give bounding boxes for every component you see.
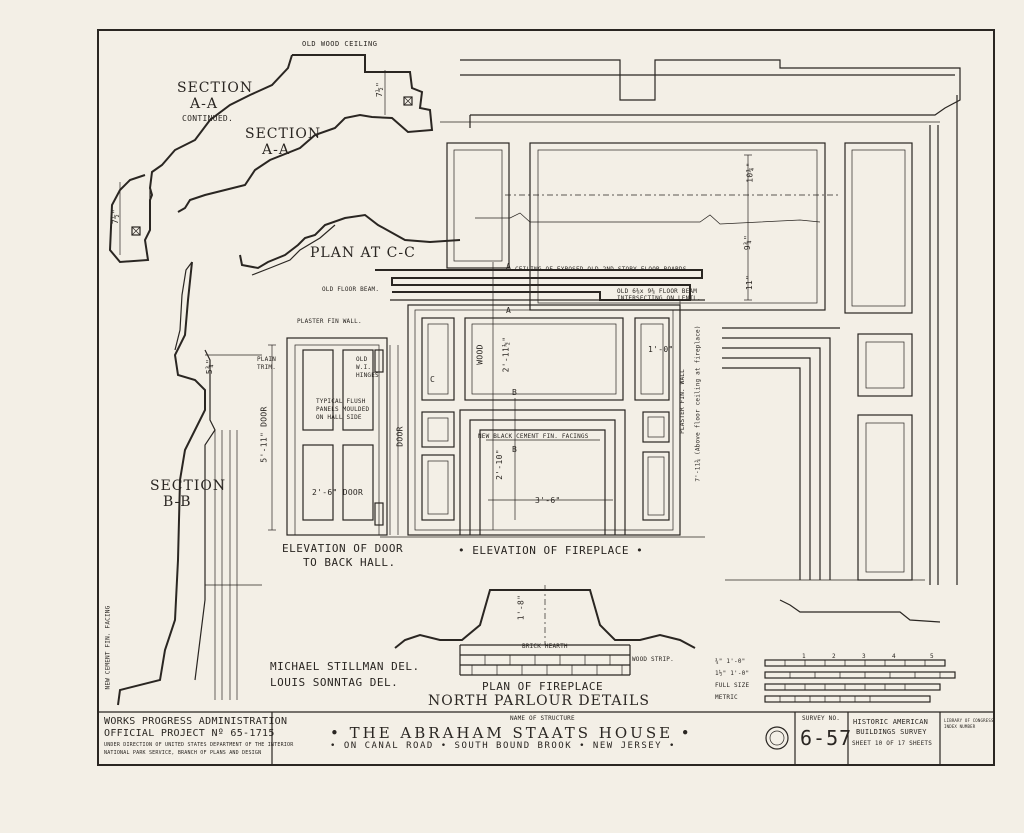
loc-line-1: LIBRARY OF CONGRESS (944, 718, 994, 723)
scale-tick-3: 3 (862, 653, 866, 660)
survey-number-label: SURVEY NO. (802, 715, 841, 722)
dim-2-11: 2'-11½" (501, 336, 511, 373)
fireplace-plan-outline (394, 589, 696, 649)
habs-line-1: HISTORIC AMERICAN (853, 718, 929, 726)
sheet-border (97, 29, 995, 766)
typical-panels-note: TYPICAL FLUSH PANELS MOULDED ON HALL SID… (316, 398, 370, 421)
habs-line-2: BUILDINGS SURVEY (856, 728, 927, 736)
mantel-shelf (375, 269, 703, 301)
dim-5-11-door: 5'-11" DOOR (259, 406, 269, 463)
dim-9-34: 9¾" (743, 234, 753, 251)
firebox-opening (459, 409, 626, 535)
plaster-fin-wall-vertical: PLASTER FIN. WALL (678, 369, 686, 434)
scale-tick-1: 1 (802, 653, 806, 660)
old-wood-ceiling-note: OLD WOOD CEILING (302, 40, 378, 48)
marker-a-bottom: A (506, 306, 512, 315)
dim-2-10: 2'-10" (494, 449, 504, 480)
survey-seal (765, 726, 789, 750)
sheet-title: NORTH PARLOUR DETAILS (428, 693, 650, 709)
scale-label-2: 1½" 1'-0" (715, 670, 750, 677)
section-bb-profile (117, 261, 206, 706)
delineator-2: LOUIS SONNTAG DEL. (270, 676, 399, 689)
section-aa-profile (177, 54, 434, 213)
cement-facings-note: NEW BLACK CEMENT FIN. FACINGS (478, 433, 589, 440)
marker-b-bottom: B (512, 445, 518, 454)
wpa-line-1: WORKS PROGRESS ADMINISTRATION (104, 716, 288, 727)
old-floor-beam-note: OLD FLOOR BEAM. (322, 286, 380, 293)
fireplace-elevation-caption: • ELEVATION OF FIREPLACE • (458, 544, 644, 557)
overmantel-panel-right (844, 142, 913, 314)
scale-label-1: ¾" 1'-0" (715, 658, 746, 665)
loc-line-2: INDEX NUMBER (944, 724, 976, 729)
wall-panel-small (857, 333, 913, 397)
scale-label-4: METRIC (715, 694, 738, 701)
scale-tick-5: 5 (930, 653, 934, 660)
overmantel-panel-center (529, 142, 826, 311)
marker-c: C (430, 375, 436, 384)
dim-3-6: 3'-6" (535, 496, 561, 505)
upper-cornice (460, 59, 961, 116)
wpa-line-3: UNDER DIRECTION OF UNITED STATES DEPARTM… (104, 742, 294, 748)
survey-number: 6-57 (800, 726, 853, 750)
scale-label-3: FULL SIZE (715, 682, 750, 689)
wpa-line-2: OFFICIAL PROJECT Nº 65-1715 (104, 728, 275, 739)
dim-door-vert: DOOR (395, 426, 405, 447)
marker-b-top: B (512, 388, 518, 397)
plan-cc-profile (239, 213, 461, 270)
ceiling-height-vertical: 7'-11¾ (Above floor ceiling at fireplace… (694, 325, 702, 482)
plaster-fin-wall-note: PLASTER FIN WALL. (297, 318, 362, 325)
dim-1-8: 1'-8" (516, 594, 526, 621)
scale-tick-2: 2 (832, 653, 836, 660)
graphic-scales (764, 659, 956, 703)
section-bb-sub: B-B (163, 494, 192, 510)
plain-trim-note: PLAIN TRIM. (257, 356, 277, 371)
marker-a-top: A (506, 262, 512, 271)
sheet-number: SHEET 10 OF 17 SHEETS (852, 740, 933, 747)
wood-strip-note: WOOD STRIP. (632, 656, 674, 663)
door-elevation-caption-1: ELEVATION OF DOOR (282, 542, 404, 555)
fireplace-plan-caption: PLAN OF FIREPLACE (482, 680, 604, 693)
dim-7-5-left: 7½" (111, 208, 121, 225)
dim-wood: WOOD (475, 344, 485, 365)
scale-tick-4: 4 (892, 653, 896, 660)
structure-name-label: NAME OF STRUCTURE (510, 715, 575, 722)
structure-name: • THE ABRAHAM STAATS HOUSE • (330, 724, 693, 742)
section-aa-continued-sub: A-A (190, 96, 218, 112)
section-aa-continued-title: SECTION (177, 80, 254, 96)
dim-7-5-top: 7½" (375, 81, 385, 98)
brick-hearth-note: BRICK HEARTH (522, 643, 568, 650)
dim-11: 11" (745, 274, 755, 291)
old-hinges-note: OLD W.I. HINGES (356, 356, 379, 379)
door-elevation-caption-2: TO BACK HALL. (303, 556, 396, 569)
section-aa-sub: A-A (262, 142, 290, 158)
section-aa-title: SECTION (245, 126, 322, 142)
wpa-line-4: NATIONAL PARK SERVICE, BRANCH OF PLANS A… (104, 750, 262, 756)
dim-10-34: 10¾" (745, 162, 755, 183)
structure-location: • ON CANAL ROAD • SOUTH BOUND BROOK • NE… (330, 741, 676, 751)
dim-2-6-door: 2'-6" DOOR (312, 488, 364, 497)
overmantel-panel-left (446, 142, 510, 269)
dim-1-0: 1'-0" (648, 345, 674, 354)
ceiling-note: CEILING OF EXPOSED OLD 2ND STORY FLOOR B… (515, 266, 691, 273)
dim-5-34: 5¾" (205, 358, 215, 375)
old-beam-note: OLD 6⅜x 9⅜ FLOOR BEAM INTERSECTING ON LE… (617, 288, 701, 302)
section-bb-title: SECTION (150, 478, 227, 494)
plan-cc-title: PLAN AT C-C (310, 245, 416, 261)
section-aa-continued-note: CONTINUED. (182, 114, 234, 123)
cement-facing-vertical: NEW CEMENT FIN. FACING (104, 605, 112, 690)
delineator-1: MICHAEL STILLMAN DEL. (270, 660, 420, 673)
